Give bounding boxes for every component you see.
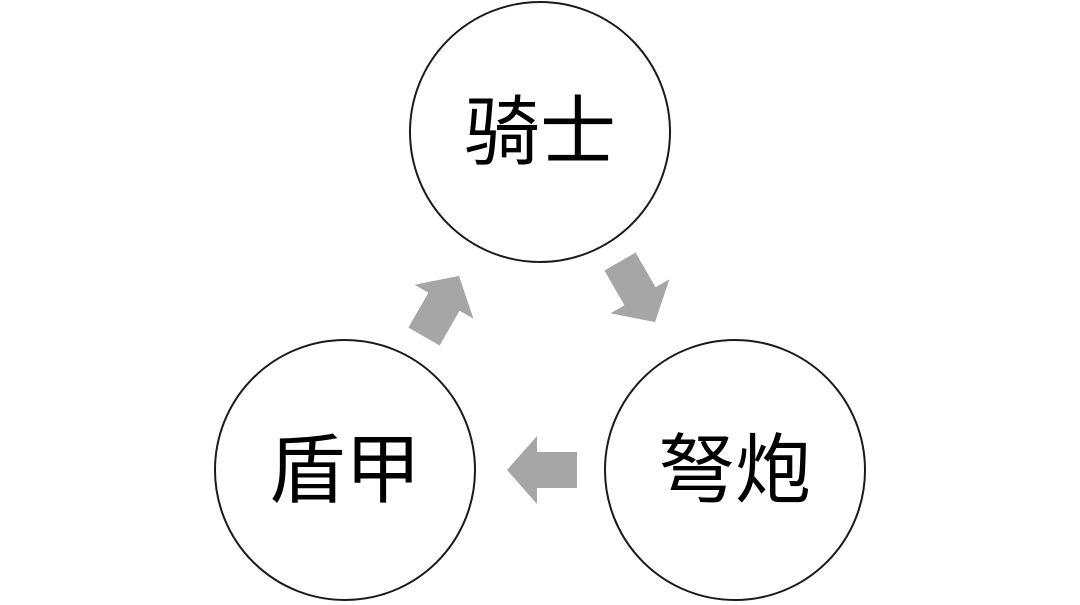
node-knight: 骑士 bbox=[409, 1, 671, 263]
node-shield: 盾甲 bbox=[214, 339, 476, 601]
node-knight-circle bbox=[409, 1, 671, 263]
node-crossbow-circle bbox=[604, 339, 866, 601]
arrow-crossbow-to-shield-icon bbox=[507, 436, 577, 504]
arrow-knight-to-crossbow-icon bbox=[604, 252, 670, 323]
node-crossbow: 弩炮 bbox=[604, 339, 866, 601]
node-crossbow-label: 弩炮 bbox=[659, 426, 811, 515]
node-knight-label: 骑士 bbox=[464, 88, 616, 177]
arrow-shield-to-knight-icon bbox=[408, 275, 474, 346]
node-shield-label: 盾甲 bbox=[269, 426, 421, 515]
node-shield-circle bbox=[214, 339, 476, 601]
